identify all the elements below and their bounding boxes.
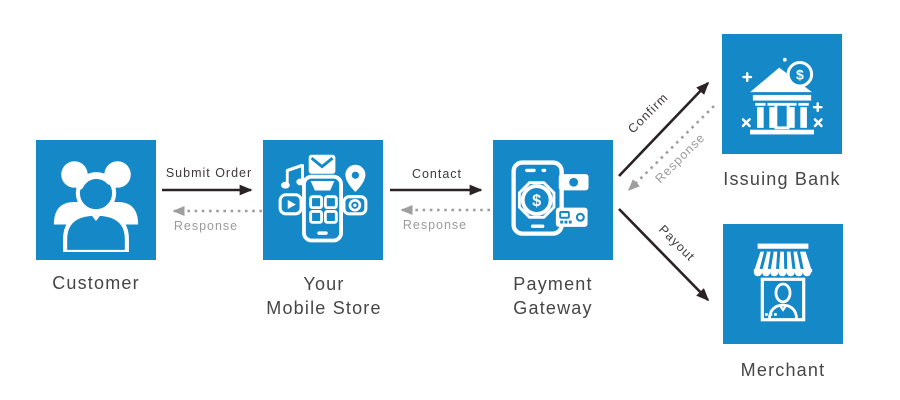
edge-submit-order: Submit Order bbox=[162, 166, 253, 196]
edge-confirm: Confirm bbox=[618, 81, 710, 177]
node-label-line: Merchant bbox=[740, 360, 826, 380]
edge-label-submit-order: Submit Order bbox=[166, 166, 252, 180]
people-group-icon bbox=[53, 161, 139, 252]
edge-label-contact: Contact bbox=[412, 167, 462, 181]
node-label-line: Gateway bbox=[513, 297, 593, 318]
dollar-sign-glyph: $ bbox=[796, 66, 804, 82]
node-label-line: Issuing Bank bbox=[723, 169, 841, 189]
node-label-payment-gateway: Payment Gateway bbox=[463, 273, 643, 321]
edge-label-payout: Payout bbox=[656, 222, 698, 264]
storefront-icon bbox=[753, 243, 813, 322]
node-label-customer: Customer bbox=[6, 272, 186, 296]
node-label-mobile-store: Your Mobile Store bbox=[234, 273, 414, 321]
node-mobile-store bbox=[263, 140, 383, 260]
edge-response-to-store: Response bbox=[400, 205, 490, 232]
edge-label-response-1: Response bbox=[174, 219, 238, 233]
node-label-line: Customer bbox=[52, 273, 140, 293]
node-label-line: Mobile Store bbox=[266, 297, 382, 318]
bank-icon: $ bbox=[741, 57, 823, 135]
node-customer bbox=[36, 140, 156, 260]
node-label-line: Payment bbox=[513, 274, 593, 294]
phone-payment-icon: $ bbox=[511, 160, 589, 236]
dollar-sign-glyph: $ bbox=[532, 192, 541, 210]
edge-contact: Contact bbox=[390, 167, 483, 196]
node-issuing-bank: $ bbox=[722, 34, 842, 154]
node-merchant bbox=[723, 224, 843, 344]
mobile-apps-icon bbox=[278, 154, 368, 243]
edge-label-response-2: Response bbox=[403, 218, 467, 232]
node-payment-gateway: $ bbox=[493, 140, 613, 260]
node-label-merchant: Merchant bbox=[693, 359, 873, 383]
node-label-line: Your bbox=[303, 274, 345, 294]
node-label-issuing-bank: Issuing Bank bbox=[692, 168, 872, 192]
edge-response-to-customer: Response bbox=[172, 206, 262, 233]
